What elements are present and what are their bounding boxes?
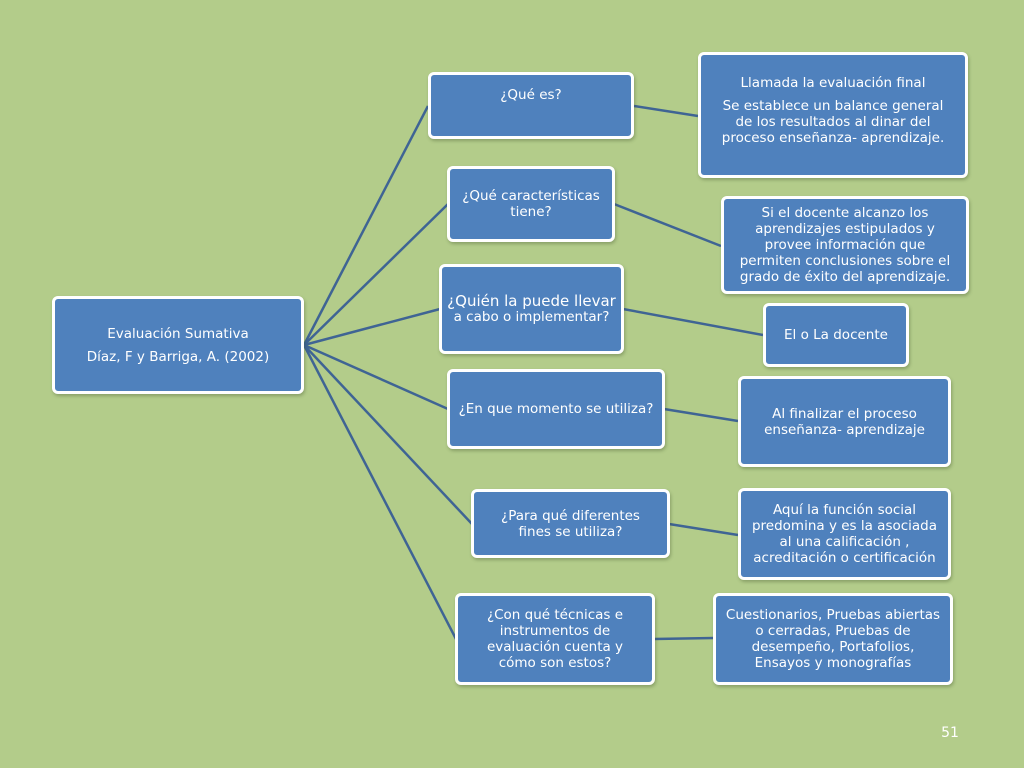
answer-text: Se establece un balance general — [722, 98, 944, 114]
answer-text: Al finalizar el proceso — [772, 405, 917, 422]
answer-text: predomina y es la asociada — [751, 518, 938, 534]
connector-root-q6 — [302, 344, 458, 640]
answer-text: desempeño, Portafolios, — [751, 639, 915, 655]
answer-node-3: El o La docente — [763, 303, 909, 367]
answer-node-2: Si el docente alcanzo los aprendizajes e… — [721, 196, 969, 294]
slide-page-number: 51 — [941, 725, 959, 741]
answer-text: proceso enseñanza- aprendizaje. — [721, 130, 945, 146]
answer-text: o cerradas, Pruebas de — [755, 623, 911, 639]
answer-text: Cuestionarios, Pruebas abiertas — [725, 607, 941, 623]
connector-q1-a1 — [633, 104, 699, 118]
answer-text: aprendizajes estipulados y — [755, 221, 935, 237]
answer-text: al una calificación , — [779, 534, 910, 550]
connector-q6-a6 — [653, 636, 715, 641]
connector-root-q1 — [302, 105, 430, 346]
answer-text: Ensayos y monografías — [754, 655, 912, 671]
question-node-2: ¿Qué características tiene? — [447, 166, 615, 242]
question-node-1: ¿Qué es? — [428, 72, 634, 139]
answer-text: permiten conclusiones sobre el — [739, 253, 951, 269]
answer-text: Si el docente alcanzo los — [761, 205, 929, 221]
connector-q5-a5 — [668, 522, 739, 537]
connector-root-q3 — [303, 307, 441, 347]
connector-q3-a3 — [622, 307, 764, 337]
question-node-6: ¿Con qué técnicas e instrumentos de eval… — [455, 593, 655, 685]
answer-text: El o La docente — [784, 327, 888, 343]
question-text: a cabo o implementar? — [453, 309, 610, 325]
question-text: ¿Con qué técnicas e — [486, 607, 624, 623]
connector-root-q4 — [303, 343, 449, 411]
answer-node-6: Cuestionarios, Pruebas abiertas o cerrad… — [713, 593, 953, 685]
answer-node-4: Al finalizar el proceso enseñanza- apren… — [738, 376, 951, 467]
answer-text: de los resultados al dinar del — [735, 114, 931, 130]
answer-text: grado de éxito del aprendizaje. — [739, 269, 951, 285]
answer-text: provee información que — [764, 237, 926, 253]
question-text: tiene? — [510, 204, 552, 220]
connector-q4-a4 — [663, 407, 739, 423]
question-text: ¿Qué es? — [500, 87, 562, 103]
answer-text: Llamada la evaluación final — [740, 75, 926, 91]
question-text: fines se utiliza? — [518, 523, 623, 540]
question-text: ¿Para qué diferentes — [501, 507, 640, 524]
question-node-3: ¿Quién la puede llevar a cabo o implemen… — [439, 264, 624, 354]
question-text: evaluación cuenta y — [486, 639, 624, 655]
root-node: Evaluación Sumativa Díaz, F y Barriga, A… — [52, 296, 304, 394]
question-text: instrumentos de — [499, 623, 611, 639]
connector-root-q5 — [303, 344, 473, 525]
answer-node-5: Aquí la función social predomina y es la… — [738, 488, 951, 580]
question-text: cómo son estos? — [498, 655, 612, 671]
answer-text: acreditación o certificación — [753, 550, 936, 566]
root-title: Evaluación Sumativa — [107, 325, 249, 342]
question-text: ¿Qué características — [462, 188, 600, 204]
connector-root-q2 — [303, 203, 449, 346]
question-node-4: ¿En que momento se utiliza? — [447, 369, 665, 449]
root-citation: Díaz, F y Barriga, A. (2002) — [86, 348, 270, 365]
answer-node-1: Llamada la evaluación final Se establece… — [698, 52, 968, 178]
question-node-5: ¿Para qué diferentes fines se utiliza? — [471, 489, 670, 558]
answer-text: Aquí la función social — [772, 502, 917, 518]
question-text: ¿Quién la puede llevar — [447, 292, 616, 310]
connector-q2-a2 — [613, 202, 722, 248]
question-text: ¿En que momento se utiliza? — [458, 401, 654, 417]
answer-text: enseñanza- aprendizaje — [764, 421, 925, 438]
